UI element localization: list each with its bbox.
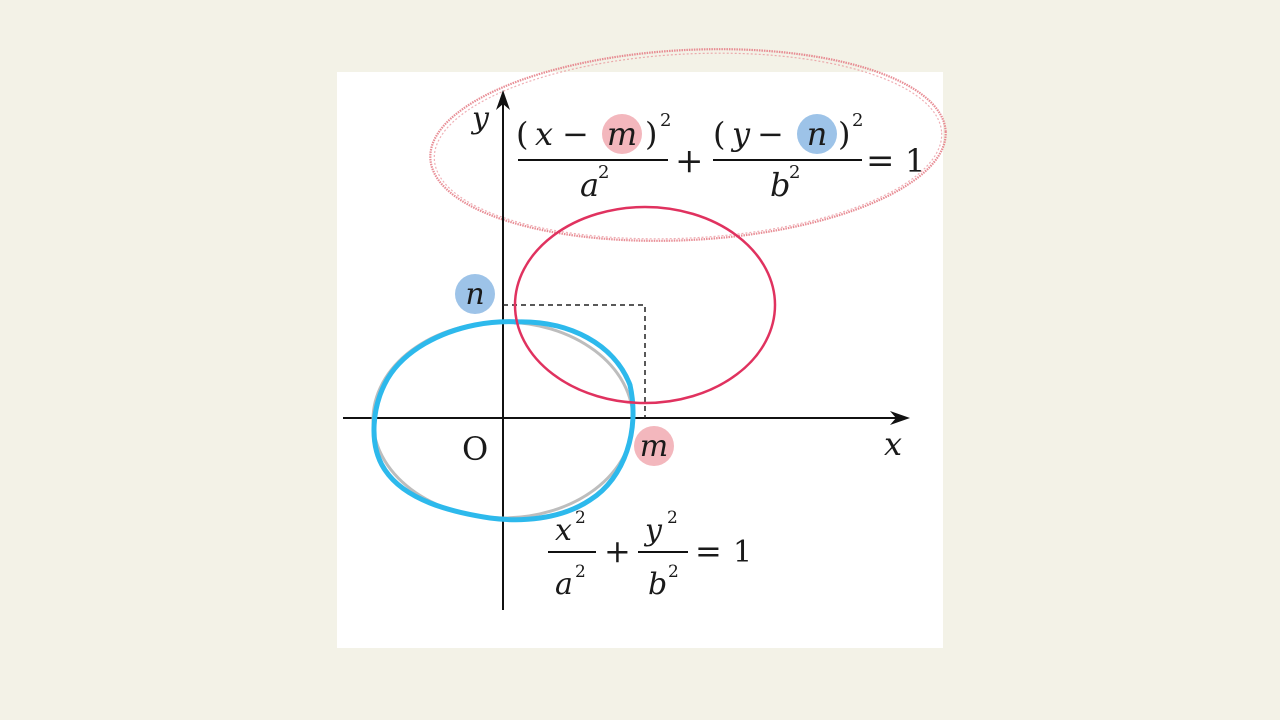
eq1-y: y xyxy=(730,115,751,153)
eq2-equals: = xyxy=(695,532,722,570)
eq1-m: m xyxy=(607,115,637,153)
standard-ellipse-trace xyxy=(371,319,636,523)
eq2-y: y xyxy=(643,513,663,548)
m-label: m xyxy=(640,429,668,464)
eq1-open-paren-2: ( xyxy=(713,115,725,153)
eq1-minus: − xyxy=(562,115,589,153)
x-axis-label: x xyxy=(884,425,902,463)
eq2-plus: + xyxy=(604,532,631,570)
eq2-y-square: 2 xyxy=(667,508,678,528)
standard-ellipse-equation: x 2 a 2 + y 2 b 2 = 1 xyxy=(548,508,752,602)
eq1-denom-a-square: 2 xyxy=(598,162,609,183)
eq1-plus: + xyxy=(675,141,704,181)
center-guide-lines xyxy=(503,304,646,418)
annotation-loop-inner xyxy=(433,52,943,240)
n-highlight xyxy=(455,274,495,314)
shifted-ellipse-equation: ( x − m ) 2 a 2 + ( y − n ) 2 b 2 = 1 xyxy=(516,110,925,204)
eq1-one: 1 xyxy=(905,142,925,180)
n-label: n xyxy=(465,277,484,312)
eq2-a: a xyxy=(555,567,573,602)
eq1-n: n xyxy=(807,115,828,153)
eq1-square: 2 xyxy=(660,110,671,131)
x-axis-arrow xyxy=(890,411,910,425)
eq1-equals: = xyxy=(866,141,895,181)
eq1-open-paren: ( xyxy=(516,115,528,153)
eq1-denom-b: b xyxy=(770,166,790,204)
m-highlight xyxy=(634,426,674,466)
eq1-close-paren: ) xyxy=(645,115,657,153)
y-axis-arrow xyxy=(496,90,510,110)
eq1-x: x xyxy=(535,115,553,153)
y-axis-label: y xyxy=(470,101,490,136)
eq2-b: b xyxy=(648,567,667,602)
eq2-x: x xyxy=(555,513,572,548)
eq1-square-2: 2 xyxy=(852,110,863,131)
eq1-minus-2: − xyxy=(757,115,784,153)
eq1-denom-a: a xyxy=(580,166,599,204)
eq1-denom-b-square: 2 xyxy=(789,162,800,183)
eq2-x-square: 2 xyxy=(575,508,586,528)
eq1-n-highlight xyxy=(797,114,837,154)
eq2-b-square: 2 xyxy=(668,562,679,582)
shifted-ellipse xyxy=(513,205,777,405)
origin-label: O xyxy=(462,430,488,468)
eq1-close-paren-2: ) xyxy=(838,115,850,153)
eq2-a-square: 2 xyxy=(575,562,586,582)
annotation-loop xyxy=(429,48,947,242)
eq1-m-highlight xyxy=(602,114,642,154)
eq2-one: 1 xyxy=(733,535,752,570)
